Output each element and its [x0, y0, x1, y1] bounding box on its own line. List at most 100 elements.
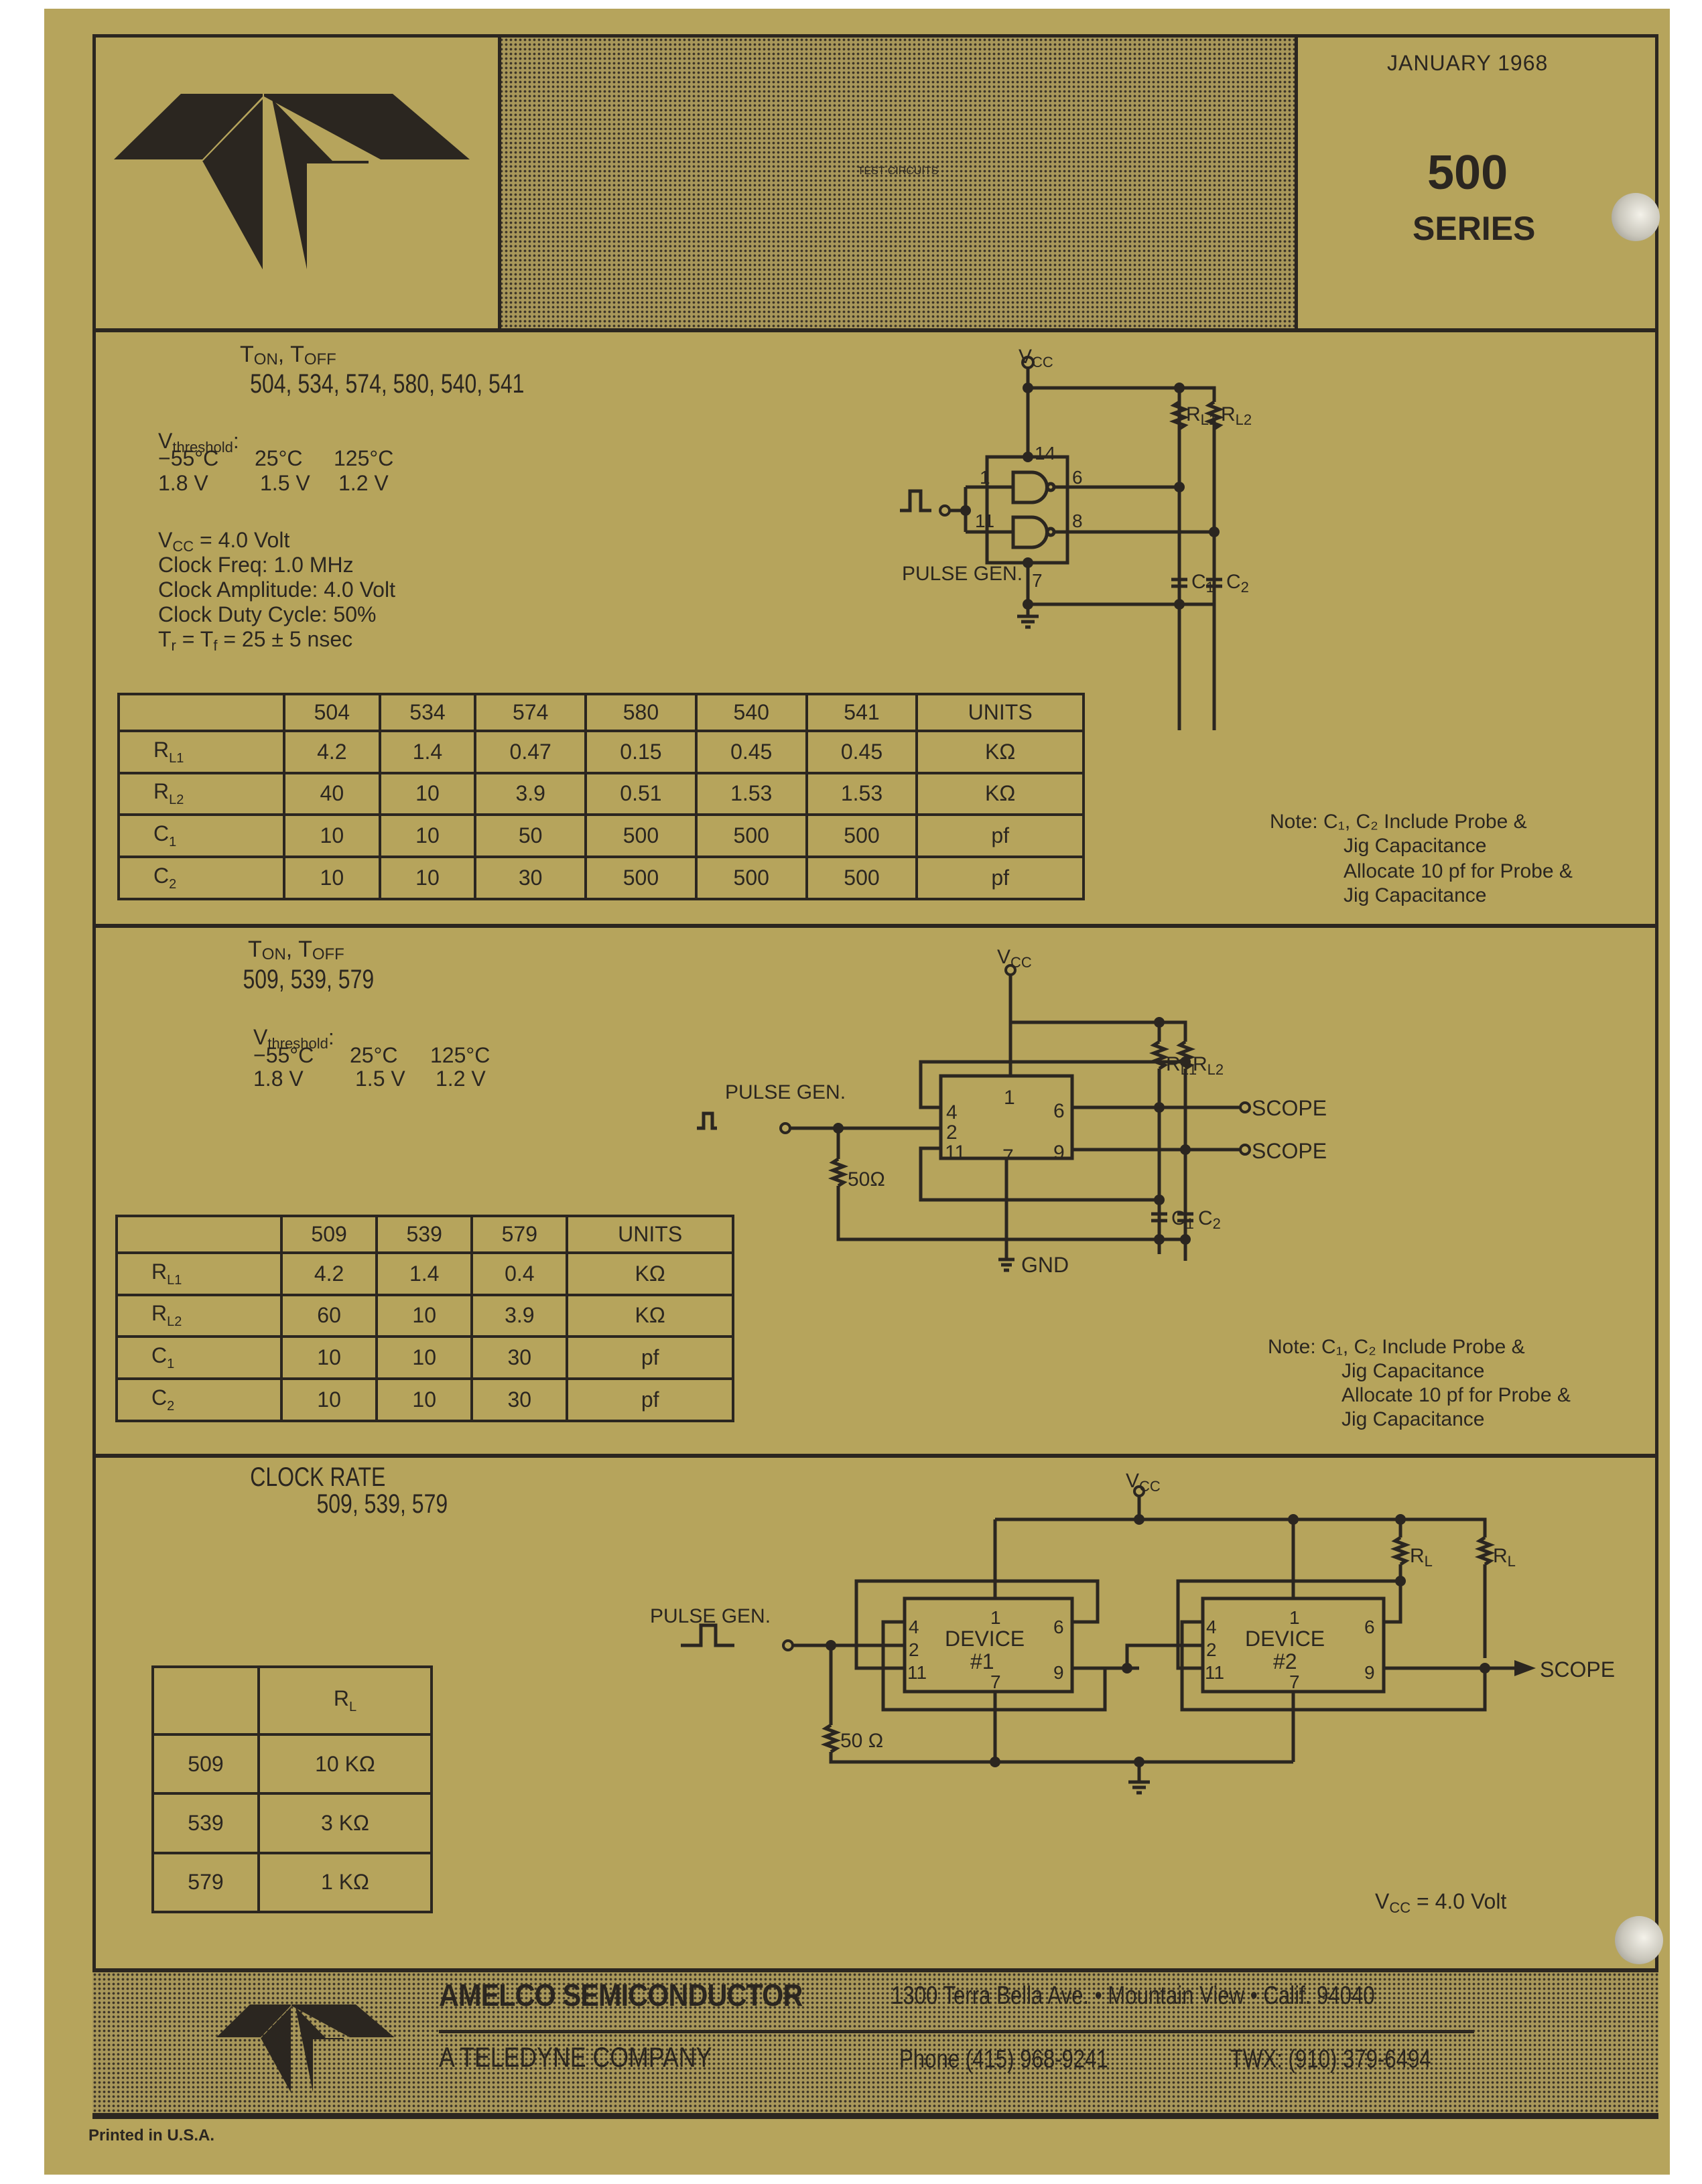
c2-pin-6: 6 — [1053, 1100, 1065, 1122]
column-header: UNITS — [915, 693, 1085, 732]
table-cell: 40 — [282, 771, 381, 817]
table-cell: KΩ — [915, 771, 1085, 817]
rl2-r: R — [1193, 1053, 1207, 1075]
section2-temp-1: 25°C — [350, 1043, 398, 1067]
row-label: C — [153, 864, 170, 888]
c1-rl2-label: RL2 — [1221, 402, 1252, 432]
rl-value-cell: 10 KΩ — [257, 1733, 434, 1795]
table-cell: 500 — [694, 856, 808, 900]
c3-scope-label: SCOPE — [1540, 1657, 1616, 1682]
ground-icon — [998, 1257, 1014, 1272]
section2-volt-1: 1.5 V — [355, 1067, 405, 1091]
column-header: RL — [257, 1665, 434, 1736]
resistor-icon — [820, 1723, 842, 1754]
section1-temp-0: −55°C — [158, 446, 219, 470]
table-cell: 1.53 — [694, 771, 808, 817]
c2-pin-4: 4 — [946, 1101, 958, 1123]
c1-note-3: Allocate 10 pf for Probe & — [1344, 860, 1573, 882]
c1-sub: 1 — [1185, 1215, 1194, 1232]
section1-volt-1: 1.5 V — [260, 471, 310, 495]
row-header: RL1 — [115, 1251, 283, 1296]
row-label-sub: 1 — [169, 835, 177, 850]
printed-in-usa: Printed in U.S.A. — [88, 2126, 215, 2144]
row-header: RL2 — [115, 1293, 283, 1339]
row-header: C1 — [117, 813, 285, 859]
param-rise-fall: Tr = Tf = 25 ± 5 nsec — [158, 627, 352, 658]
vcc-sub: CC — [1139, 1478, 1161, 1495]
c2-rl2-label: RL2 — [1193, 1052, 1224, 1082]
c1-c1-label: C1 — [1191, 569, 1214, 600]
row-label: C — [151, 1343, 168, 1368]
row-label: R — [151, 1301, 168, 1326]
c1-pin-14: 14 — [1035, 443, 1056, 464]
c2-note-2: Jig Capacitance — [1341, 1360, 1485, 1382]
vcc-note-sub: CC — [1389, 1899, 1411, 1916]
c2-pin-11: 11 — [945, 1142, 966, 1164]
section2-volt-0: 1.8 V — [253, 1067, 304, 1091]
c3-d2-pin-4: 4 — [1206, 1617, 1217, 1637]
section3-title: CLOCK RATE — [250, 1462, 386, 1492]
device1-package — [903, 1596, 1074, 1694]
rl-sub: L — [1507, 1553, 1516, 1570]
c2-sub: 2 — [1240, 579, 1249, 596]
device2-wiring — [1072, 1519, 1514, 1762]
scope-terminal-1 — [1239, 1101, 1251, 1113]
table-cell: KΩ — [566, 1251, 734, 1296]
device-cell: 539 — [151, 1792, 260, 1854]
row-label-sub: L2 — [167, 1314, 182, 1330]
row-label: R — [153, 779, 170, 804]
c3-device2-label: DEVICE — [1245, 1627, 1325, 1651]
c1-pin-11: 11 — [975, 510, 995, 531]
c2-pulse-gen-label: PULSE GEN. — [725, 1081, 846, 1103]
section2-vthreshold: Vthreshold: — [253, 1025, 334, 1056]
capacitor-icon — [1171, 577, 1222, 588]
table-cell: 0.45 — [694, 729, 808, 774]
footer-subsidiary: A TELEDYNE COMPANY — [439, 2041, 712, 2073]
resistor-icon — [1390, 1535, 1411, 1566]
table-cell: 0.45 — [805, 729, 919, 774]
c1-c: C — [1171, 1207, 1186, 1229]
vcc-sub: CC — [1010, 954, 1032, 971]
section-divider-2 — [92, 1454, 1658, 1458]
row-label: C — [153, 821, 170, 846]
ic-package — [939, 1074, 1074, 1160]
section2-temp-2: 125°C — [430, 1043, 490, 1067]
section1-devices: 504, 534, 574, 580, 540, 541 — [250, 369, 525, 399]
param-clock-freq: Clock Freq: 1.0 MHz — [158, 553, 354, 577]
vthreshold-v: V — [253, 1025, 268, 1049]
junction-dots — [960, 383, 1220, 610]
title-on-sub: ON — [261, 945, 286, 963]
column-header: 504 — [282, 693, 381, 732]
table-cell: 10 — [378, 856, 477, 900]
ground-icon — [1017, 604, 1039, 629]
rl-r: R — [1410, 1545, 1425, 1567]
header-title-panel — [499, 38, 1297, 330]
row-label-sub: L2 — [169, 793, 184, 808]
table-cell: pf — [915, 856, 1085, 900]
c1-vcc-label: VCC — [1019, 344, 1053, 374]
vthreshold-v: V — [158, 429, 173, 453]
param-vcc-v: V — [158, 528, 173, 552]
column-header: 540 — [694, 693, 808, 732]
pulse-input-terminal — [782, 1639, 794, 1651]
title-t-on: T — [248, 937, 262, 962]
table-cell: 1.53 — [805, 771, 919, 817]
teledyne-logo-icon — [114, 94, 470, 269]
section1-temp-2: 125°C — [334, 446, 394, 470]
section2-volt-2: 1.2 V — [436, 1067, 486, 1091]
column-header: 539 — [375, 1215, 474, 1254]
ic-package — [985, 455, 1069, 565]
c1-c: C — [1191, 571, 1206, 593]
row-label-sub: 2 — [167, 1399, 175, 1414]
device-cell: 509 — [151, 1733, 260, 1795]
row-label: R — [151, 1259, 168, 1284]
c3-device2-num: #2 — [1273, 1649, 1297, 1674]
c3-rl-label-1: RL — [1410, 1544, 1433, 1574]
